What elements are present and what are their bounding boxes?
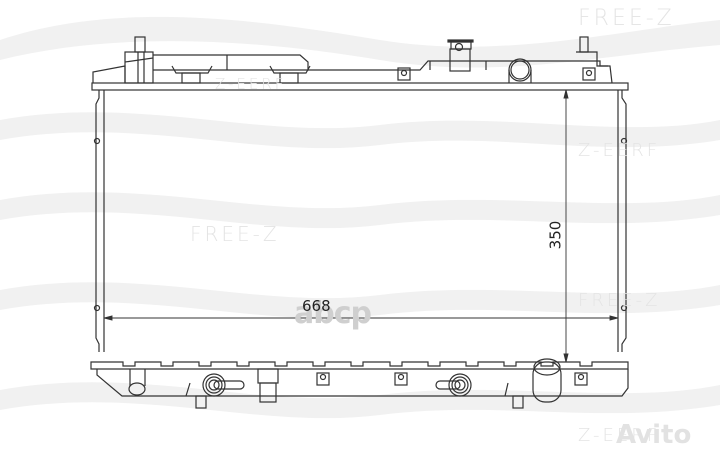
dimension-lines (103, 89, 619, 363)
watermark-brand: FREE-Z (578, 290, 661, 311)
width-dimension-label: 668 (302, 297, 331, 315)
top-tank-flange (91, 82, 629, 91)
watermark-brand-mirrored: Z-EERF (215, 75, 287, 93)
watermark-abcp-logo: abcp (294, 296, 372, 331)
watermark-brand-mirrored: Z-EERF (578, 140, 661, 161)
watermark-avito-logo: Avito (616, 420, 692, 450)
bottom-tank-flange (90, 361, 629, 370)
right-side-rail (621, 90, 627, 352)
watermark-brand-mirrored: Z-EERF (578, 425, 661, 446)
height-dimension-label: 350 (546, 220, 565, 250)
left-side-rail (95, 90, 100, 352)
watermark-brand: FREE-Z (190, 222, 280, 246)
wave-background (0, 16, 720, 419)
watermark-brand: FREE-Z (578, 6, 675, 31)
